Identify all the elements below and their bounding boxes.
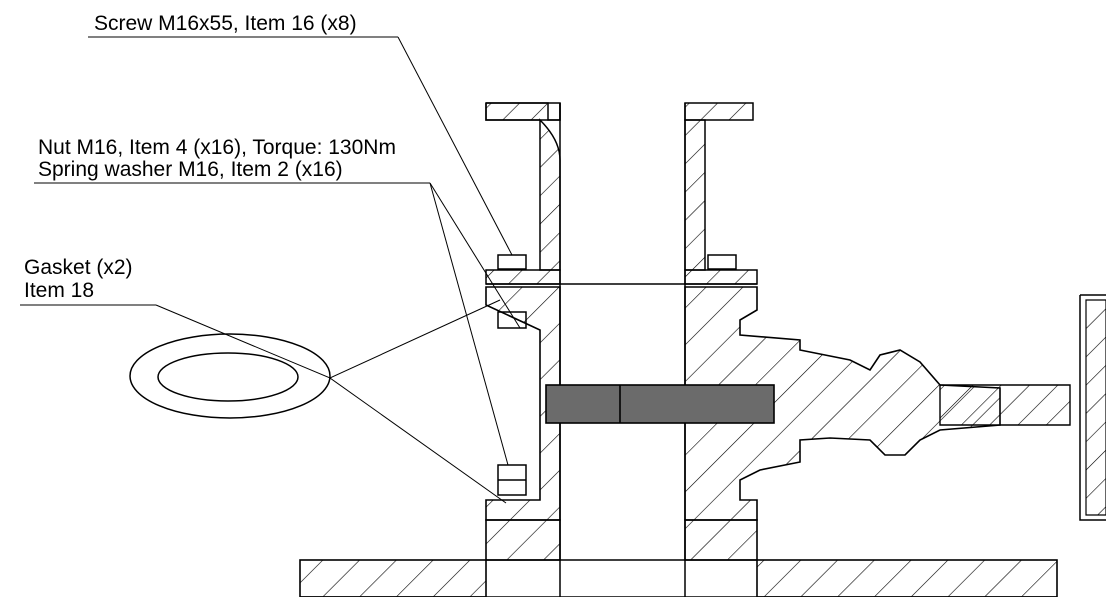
bolts bbox=[497, 254, 737, 496]
top-spool bbox=[485, 102, 758, 287]
label-nut-washer: Nut M16, Item 4 (x16), Torque: 130Nm Spr… bbox=[34, 136, 430, 184]
gasket-label-text-2: Item 18 bbox=[24, 279, 94, 302]
washer-leader-lower bbox=[429, 182, 509, 466]
gasket-ring bbox=[129, 333, 331, 419]
valve-body bbox=[485, 286, 1106, 597]
washer-label-text: Spring washer M16, Item 2 (x16) bbox=[38, 158, 343, 181]
leader-lines bbox=[155, 36, 521, 504]
gasket-leader-lower bbox=[329, 377, 507, 504]
gasket-label-text-1: Gasket (x2) bbox=[24, 256, 133, 279]
screw-label-text: Screw M16x55, Item 16 (x8) bbox=[94, 12, 357, 35]
gate-bar bbox=[545, 384, 775, 424]
bottom-flange bbox=[299, 519, 1058, 597]
nut-label-text: Nut M16, Item 4 (x16), Torque: 130Nm bbox=[38, 136, 396, 159]
screw-leader bbox=[397, 36, 513, 256]
label-screw: Screw M16x55, Item 16 (x8) bbox=[88, 12, 398, 38]
label-gasket: Gasket (x2) Item 18 bbox=[20, 256, 156, 306]
